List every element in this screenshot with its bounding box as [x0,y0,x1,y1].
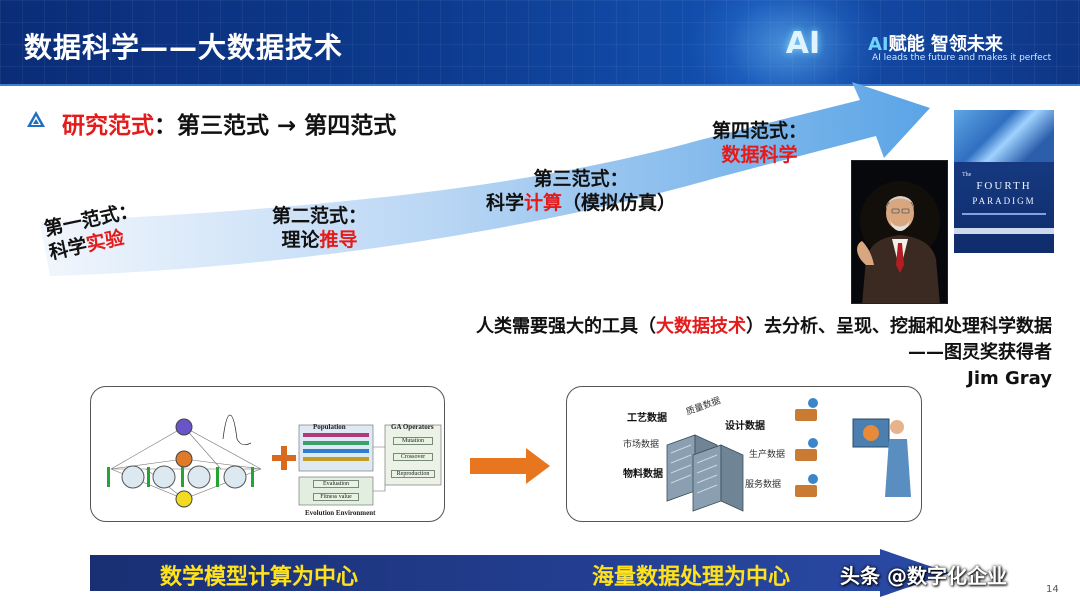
reproduction-box: Reproduction [391,470,435,478]
stage-title: 第四范式： [712,120,808,142]
arrow-shape [40,82,930,276]
book-title-the: The [962,172,972,178]
big-data-panel: 工艺数据 质量数据 设计数据 市场数据 生产数据 物料数据 服务数据 [566,386,922,522]
right-arrow-icon [470,448,550,484]
research-paradigm-heading: 研究范式：第三范式 → 第四范式 [62,106,396,140]
stage-second-paradigm: 第二范式： 理论推导 [272,204,367,252]
brand-subtitle: AI leads the future and makes it perfect [872,53,1052,63]
fourth-paradigm-book-cover: The FOURTH PARADIGM [954,110,1054,253]
paradigm-arrow [40,82,930,276]
book-title-line2: PARADIGM [972,196,1036,206]
jim-gray-quote: 人类需要强大的工具（大数据技术）去分析、呈现、挖掘和处理科学数据 ——图灵奖获得… [476,314,1052,392]
stage-title: 第二范式： [272,205,368,227]
petri-net-diagram [107,414,442,508]
label-fuwu: 服务数据 [745,480,782,490]
label-shichang: 市场数据 [623,440,660,450]
quote-post: ）去分析、呈现、挖掘和处理科学数据 [746,316,1052,337]
subtitle-prefix: 研究范式 [62,113,154,139]
stage-fourth-paradigm: 第四范式： 数据科学 [712,119,807,167]
page-number: 14 [1046,584,1059,595]
mutation-box: Mutation [393,437,433,445]
book-band [954,228,1054,234]
header-banner: 数据科学——大数据技术 AI AI赋能 智领未来 AI leads the fu… [0,0,1080,86]
fitness-box: Fitness value [313,493,359,501]
stage-desc: 理论 [281,229,320,251]
quote-highlight: 大数据技术 [656,316,746,337]
label-gongyi: 工艺数据 [627,413,667,424]
quote-author: Jim Gray [967,368,1052,389]
math-model-panel: Population GA Operators Mutation Crossov… [90,386,445,522]
brand-rest: 赋能 智领未来 [888,34,1003,55]
label-sheji: 设计数据 [725,421,765,432]
math-model-center-label: 数学模型计算为中心 [160,565,359,590]
crossover-box: Crossover [393,453,433,461]
ga-operators-label: GA Operators [391,423,434,431]
ai-logo-icon: AI [785,26,821,61]
quote-pre: 人类需要强大的工具（ [476,316,656,337]
book-title-line1: FOURTH [976,180,1032,192]
plus-icon [272,446,296,470]
evaluation-box: Evaluation [313,480,359,488]
stage-desc-highlight: 数据科学 [721,144,798,166]
stage-title: 第三范式： [533,168,629,190]
stage-desc: 科学 [486,192,525,214]
stage-desc-suffix: （模拟仿真） [562,192,677,214]
book-cover-art [954,110,1054,162]
page-title: 数据科学——大数据技术 [24,31,344,64]
brand-ai: AI [868,34,889,55]
stage-third-paradigm: 第三范式： 科学计算（模拟仿真） [486,167,676,215]
header-divider [0,84,1080,86]
stage-desc-highlight: 推导 [319,229,358,251]
watermark: 头条 @数字化企业 [840,564,1007,588]
evolution-environment-label: Evolution Environment [305,509,376,517]
big-data-center-label: 海量数据处理为中心 [592,565,791,590]
label-wuliao: 物料数据 [623,469,663,480]
data-center-illustration [666,398,911,512]
header-grid-pattern [0,0,1080,86]
triangle-logo-icon [27,111,45,127]
stage-desc-highlight: 计算 [524,192,563,214]
jim-gray-photo [851,160,948,304]
subtitle-rest: ：第三范式 → 第四范式 [154,113,397,139]
brand-slogan: AI赋能 智领未来 [868,30,1003,56]
book-subtitle-rule [962,213,1046,215]
quote-attribution: ——图灵奖获得者 [908,342,1052,363]
population-label: Population [313,423,346,431]
bottom-arrow-bar [90,549,950,597]
header-glow [690,0,890,86]
label-shengchan: 生产数据 [749,450,786,460]
